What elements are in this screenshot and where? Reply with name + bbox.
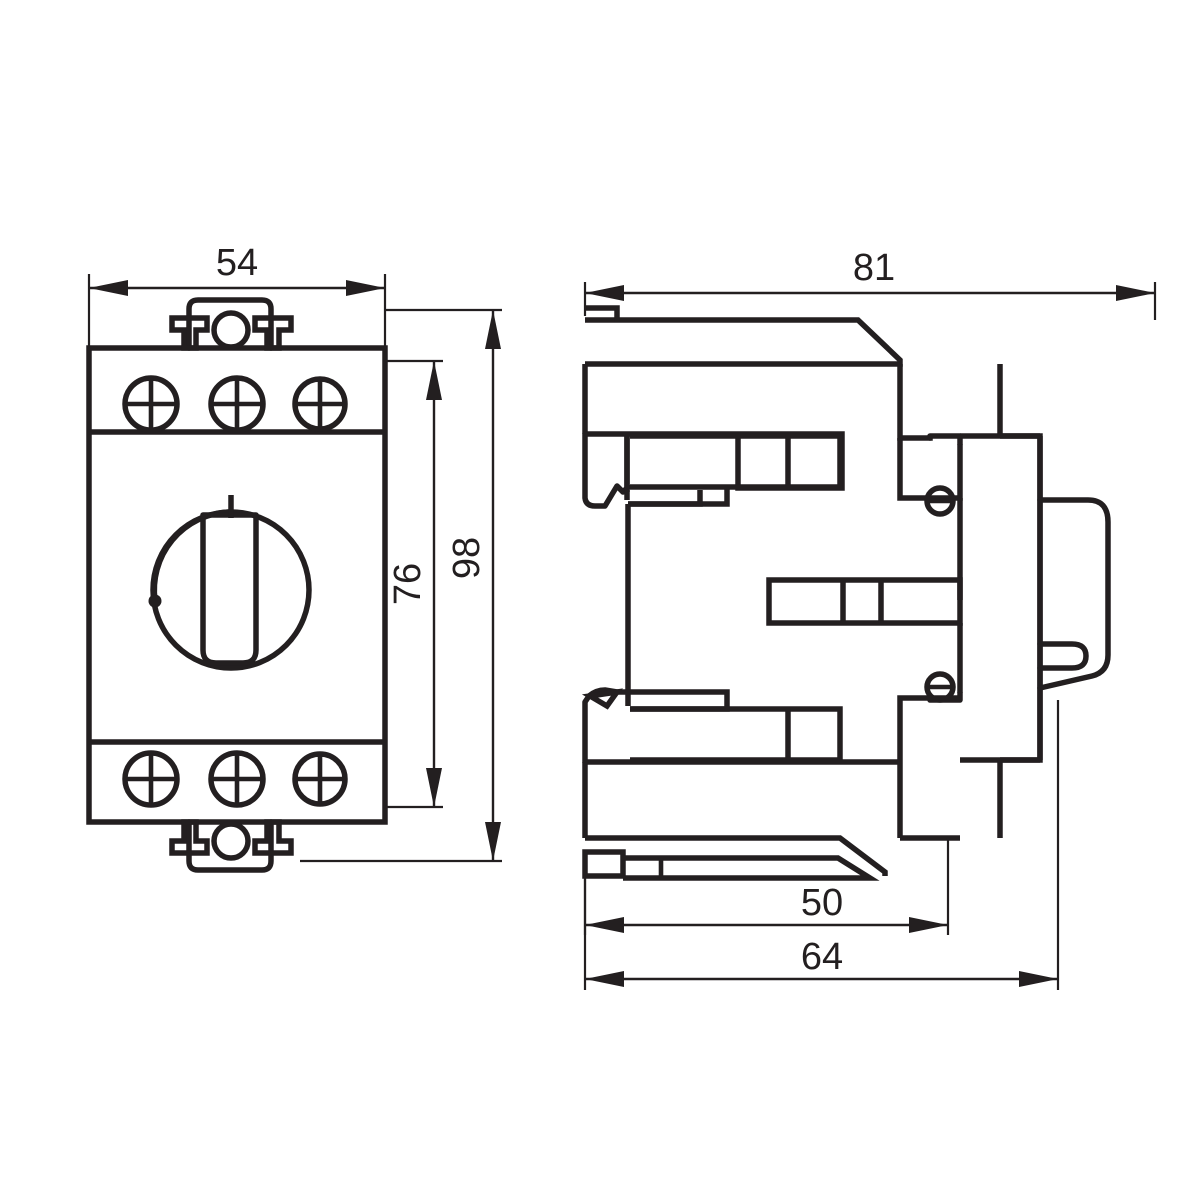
dimension-label-50: 50 [801,882,843,924]
side-middle-right-wall [927,433,963,447]
side-view-group: 81 50 64 [581,247,1157,990]
side-upper-terminal-cavity [585,431,845,492]
clip-bracket-top [186,297,274,351]
front-bottom-terminal-screws [122,750,348,808]
clip-prong-bottom-left [169,819,210,856]
screw-head-top-3 [292,376,348,432]
arrowhead-54-right [346,280,385,296]
side-screw-upper-circle [924,485,956,517]
arrowhead-98-top [485,310,501,349]
side-rail-foot [582,849,626,879]
front-top-terminal-screws [122,375,348,433]
side-upper-left-shoulder [628,490,703,507]
dimension-label-81: 81 [853,247,895,289]
screw-head-bottom-3 [292,751,348,807]
knob-travel-arc [151,509,231,603]
arrowhead-98-bottom [485,822,501,861]
dimension-98: 98 [300,308,502,863]
arrowhead-81-right [1116,285,1155,301]
side-contact-comb [766,577,963,626]
side-top-left-notch [585,305,620,322]
dimension-81: 81 [583,247,1157,320]
arrowhead-50-right [909,917,948,933]
arrowhead-76-top [426,361,442,400]
front-view-group: 54 76 98 [86,242,502,873]
dimension-label-64: 64 [801,936,843,978]
side-bottom-block [585,835,888,876]
side-top-cover [585,317,903,367]
arrowhead-64-left [585,971,624,987]
side-upper-latch [582,431,631,509]
front-top-mounting-clip [169,297,294,351]
side-lower-shelf [628,689,730,712]
screw-head-top-1 [122,375,180,433]
dimension-label-76: 76 [387,563,429,605]
arrowhead-64-right [1019,971,1058,987]
screw-head-bottom-1 [122,750,180,808]
clip-prong-top-right [252,315,294,351]
side-lower-latch-wedge [581,688,624,710]
side-middle-inner-wall-lower [897,695,960,758]
dimension-label-54: 54 [216,242,258,284]
arrowhead-54-left [89,280,128,296]
side-lower-latch [582,687,631,765]
side-screw-head-upper [924,485,956,517]
side-aux-block [960,433,1043,763]
clip-center-hole-bottom [211,821,251,861]
screw-head-top-2 [208,375,266,433]
side-rail-foot-blade [623,855,880,881]
rotary-knob[interactable] [148,495,312,671]
comb-outline [766,577,963,626]
dimension-64: 64 [583,700,1060,990]
arrowhead-50-left [585,917,624,933]
clip-bracket-bottom [186,819,274,873]
dimension-50: 50 [583,838,950,935]
clip-prong-top-left [169,315,210,351]
knob-arc-endpoint [148,594,162,608]
dimension-label-98: 98 [446,537,488,579]
front-bottom-mounting-clip [169,819,294,873]
side-connector-tab [1037,641,1089,671]
dimension-76: 76 [385,359,443,809]
arrowhead-76-bottom [426,768,442,807]
dimension-54: 54 [87,242,387,350]
screw-head-bottom-2 [208,750,266,808]
knob-lever [200,512,259,666]
arrowhead-81-left [585,285,624,301]
side-upper-terminal-pocket [630,433,843,490]
clip-prong-bottom-right [252,819,294,856]
side-lower-terminal-pocket [630,706,843,763]
side-connector-cap [1037,497,1111,691]
clip-center-hole-top [211,310,251,350]
side-upper-right-block [897,364,933,441]
